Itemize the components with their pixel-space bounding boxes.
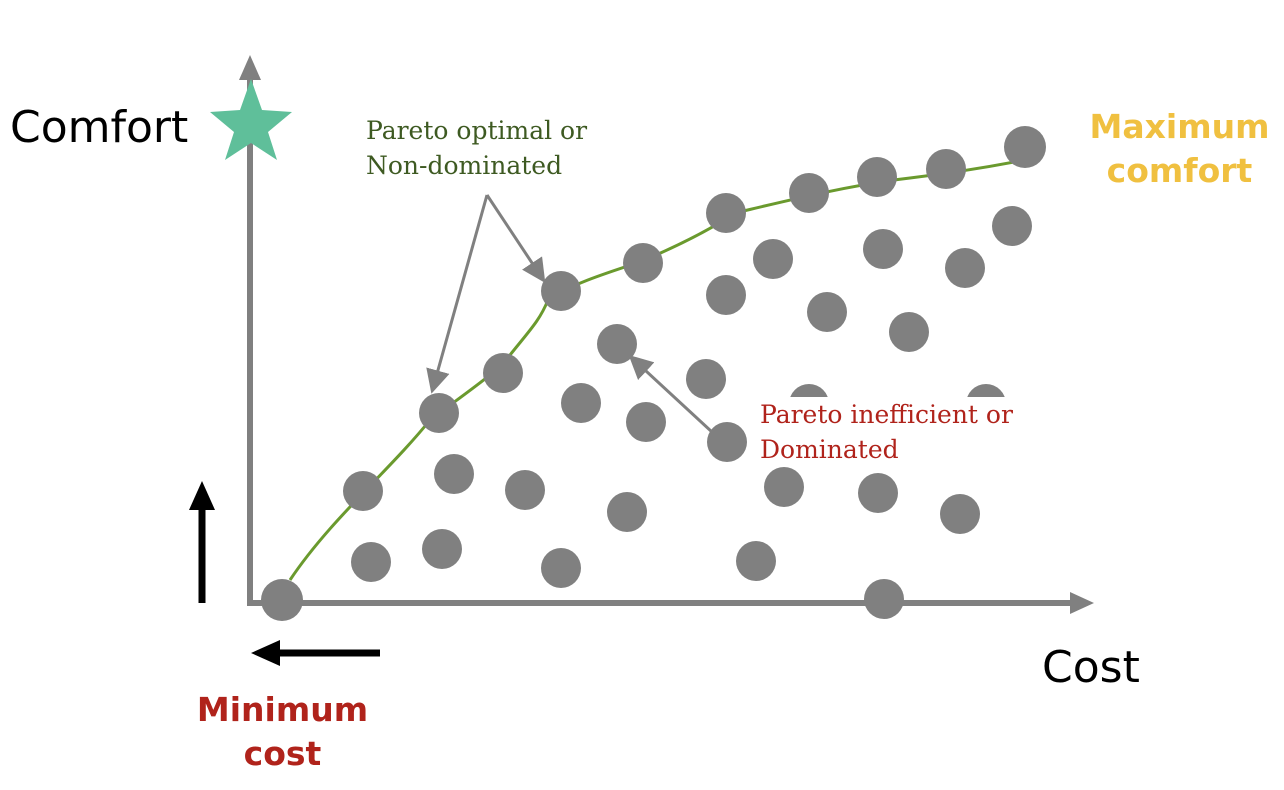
point-frontier <box>789 173 829 213</box>
minimum-cost-note: Minimum cost <box>185 688 380 776</box>
point-dominated <box>541 548 581 588</box>
point-dominated <box>607 492 647 532</box>
point-dominated <box>858 473 898 513</box>
point-dominated <box>945 248 985 288</box>
point-frontier <box>623 243 663 283</box>
point-dominated <box>707 422 747 462</box>
inefficient-callout-arrow <box>628 354 714 434</box>
pareto-inefficient-line1: Pareto inefficient or <box>760 400 1013 429</box>
point-dominated <box>351 542 391 582</box>
minimum-cost-line2: cost <box>243 734 322 773</box>
point-frontier <box>343 471 383 511</box>
point-frontier <box>706 193 746 233</box>
point-dominated <box>807 292 847 332</box>
optimal-callout-arrow-right <box>485 194 546 284</box>
pareto-inefficient-annotation: Pareto inefficient or Dominated <box>760 397 1013 467</box>
pareto-frontier-curve <box>288 156 1036 581</box>
y-axis-label: Comfort <box>10 102 189 153</box>
point-dominated <box>764 467 804 507</box>
point-dominated <box>505 470 545 510</box>
point-dominated <box>434 454 474 494</box>
optimal-callout-arrow-left <box>426 194 489 394</box>
point-dominated <box>597 324 637 364</box>
point-dominated <box>940 494 980 534</box>
minimum-cost-line1: Minimum <box>196 690 369 729</box>
pareto-optimal-annotation: Pareto optimal or Non-dominated <box>366 113 587 183</box>
point-frontier <box>926 149 966 189</box>
x-axis-arrowhead <box>1070 592 1094 614</box>
point-dominated <box>706 275 746 315</box>
pareto-optimal-line2: Non-dominated <box>366 151 563 180</box>
arrow-left-icon <box>251 640 380 666</box>
star-icon <box>210 79 292 160</box>
point-dominated <box>736 541 776 581</box>
point-dominated <box>626 402 666 442</box>
maximum-comfort-line2: comfort <box>1106 151 1253 190</box>
data-points <box>261 126 1046 621</box>
arrow-up-icon <box>189 481 215 603</box>
x-axis-label: Cost <box>1042 642 1140 693</box>
pareto-optimal-line1: Pareto optimal or <box>366 116 588 145</box>
point-dominated <box>864 579 904 619</box>
point-dominated <box>422 529 462 569</box>
maximum-comfort-line1: Maximum <box>1089 107 1270 146</box>
point-dominated <box>686 359 726 399</box>
point-dominated <box>753 239 793 279</box>
point-frontier <box>541 271 581 311</box>
point-dominated <box>992 206 1032 246</box>
point-frontier <box>857 157 897 197</box>
point-frontier <box>1004 126 1046 168</box>
maximum-comfort-note: Maximum comfort <box>1082 105 1277 193</box>
point-dominated <box>561 383 601 423</box>
pareto-inefficient-line2: Dominated <box>760 435 899 464</box>
point-frontier <box>483 353 523 393</box>
y-axis-arrowhead <box>239 55 261 80</box>
point-origin <box>261 579 303 621</box>
point-dominated <box>889 312 929 352</box>
point-frontier <box>419 393 459 433</box>
point-dominated <box>863 229 903 269</box>
